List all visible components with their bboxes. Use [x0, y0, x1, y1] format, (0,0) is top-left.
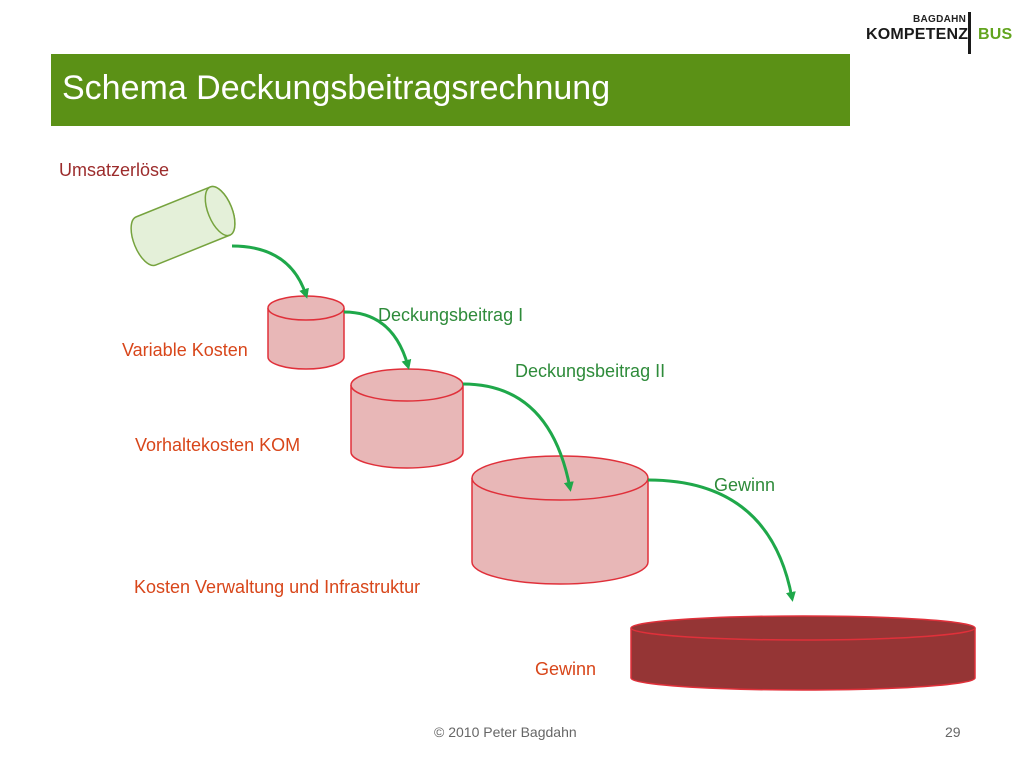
logo-main-text: KOMPETENZ [866, 26, 969, 43]
label-variable-kosten: Variable Kosten [122, 340, 248, 360]
label-kosten-verwaltung: Kosten Verwaltung und Infrastruktur [134, 577, 421, 597]
page-number: 29 [945, 724, 961, 740]
logo-small-text: BAGDAHN [913, 14, 967, 25]
profit-disc [630, 615, 976, 691]
verwaltung-cylinder [471, 455, 649, 585]
arrow-db1 [343, 310, 412, 370]
label-deckungsbeitrag-1: Deckungsbeitrag I [378, 305, 524, 325]
arrow-gewinn [647, 478, 796, 602]
label-umsatzerloese: Umsatzerlöse [59, 160, 170, 180]
variable-costs-cylinder [267, 295, 345, 370]
label-gewinn-result: Gewinn [535, 659, 597, 679]
logo-accent-text: BUS [978, 26, 1013, 43]
label-gewinn-arrow: Gewinn [714, 475, 776, 495]
footer-copyright: © 2010 Peter Bagdahn [434, 724, 577, 740]
arrow-db2 [462, 382, 574, 492]
company-logo: BAGDAHN KOMPETENZ BUS [860, 10, 1020, 58]
label-deckungsbeitrag-2: Deckungsbeitrag II [515, 361, 666, 381]
vorhaltekosten-cylinder [350, 368, 464, 469]
revenue-bucket [130, 185, 236, 267]
page-title: Schema Deckungsbeitragsrechnung [62, 69, 611, 107]
label-vorhaltekosten: Vorhaltekosten KOM [135, 435, 301, 455]
arrow-revenue-to-variable [231, 244, 309, 299]
logo-divider [968, 12, 971, 54]
title-bar: Schema Deckungsbeitragsrechnung [51, 54, 850, 126]
